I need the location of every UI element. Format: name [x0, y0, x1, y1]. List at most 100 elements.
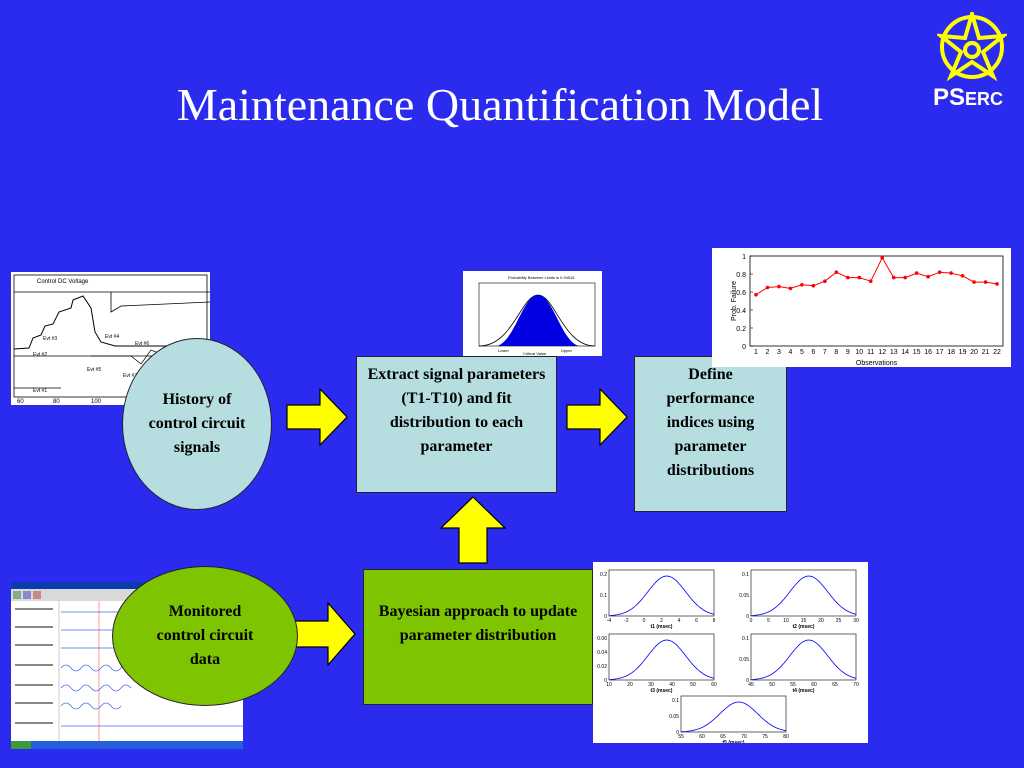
y-tick-label: 0 [604, 678, 607, 684]
x-tick-label: 25 [836, 618, 842, 624]
y-tick-label: 0.1 [600, 593, 607, 599]
x-tick-label: 11 [867, 349, 874, 356]
data-point [754, 292, 758, 297]
logo-text-big: PS [933, 84, 966, 111]
data-point [868, 279, 873, 283]
x-tick-label: 70 [741, 734, 747, 740]
y-tick-label: 0 [742, 344, 746, 351]
data-point [914, 271, 919, 275]
dist-xlabel: Critical Value [523, 351, 547, 356]
signal-label-3: Evt #1 [33, 388, 47, 394]
x-tick-label: -4 [607, 618, 612, 624]
star-logo-icon [937, 12, 1007, 82]
data-point [800, 283, 804, 287]
x-axis-label: t5 (msec) [723, 740, 745, 743]
define-indices-box: Define performance indices using paramet… [634, 356, 787, 512]
x-tick-label: 4 [788, 349, 792, 356]
signal-label-4: Evt #4 [105, 334, 119, 340]
signal-label-1: Evt #3 [43, 336, 57, 342]
history-ellipse: History of control circuit signals [122, 338, 272, 510]
density-curve [608, 575, 715, 616]
x-tick-label: 55 [790, 682, 796, 688]
x-axis-label: Observations [856, 360, 898, 367]
distribution-thumbnail: Probability Between Limits is 0.94516 Lo… [463, 271, 602, 356]
y-tick-label: 1 [742, 254, 746, 261]
x-tick-label: 60 [811, 682, 817, 688]
density-curve [750, 575, 857, 616]
data-point [777, 284, 781, 289]
x-tick-label: 50 [690, 682, 696, 688]
x-tick-label: 1 [754, 349, 758, 356]
y-tick-label: 0.02 [597, 664, 607, 670]
y-tick-label: 0.05 [669, 714, 679, 720]
x-tick-label: 65 [720, 734, 726, 740]
data-point [949, 271, 953, 275]
arrow-right-icon [286, 388, 348, 446]
signal-title: Control DC Voltage [37, 279, 89, 285]
x-tick-label: 14 [901, 349, 909, 356]
x-tick-label: 4 [678, 618, 681, 624]
x-tick-label: 0 [750, 618, 753, 624]
monitored-ellipse: Monitored control circuit data [112, 566, 298, 706]
x-tick-label: 21 [982, 349, 990, 356]
x-tick-label: 40 [669, 682, 675, 688]
data-point [903, 275, 907, 280]
y-tick-label: 0.2 [600, 572, 607, 578]
x-tick-label: 50 [769, 682, 775, 688]
density-curve [608, 639, 715, 680]
signal-tick-2: 80 [53, 399, 60, 405]
y-axis-label: Prob. Failure [731, 281, 738, 321]
x-axis-label: t4 (msec) [793, 688, 815, 694]
panel-frame [750, 633, 857, 681]
x-tick-label: 22 [993, 349, 1001, 356]
x-tick-label: 6 [811, 349, 815, 356]
x-tick-label: 6 [695, 618, 698, 624]
data-point [823, 279, 827, 283]
x-tick-label: 60 [699, 734, 705, 740]
x-tick-label: 19 [959, 349, 967, 356]
x-axis-label: t3 (msec) [651, 688, 673, 694]
x-tick-label: 30 [648, 682, 654, 688]
x-tick-label: 10 [606, 682, 612, 688]
plot-area [749, 255, 1004, 347]
history-ellipse-text: History of control circuit signals [148, 391, 246, 456]
x-tick-label: 20 [970, 349, 978, 356]
x-tick-label: 8 [834, 349, 838, 356]
x-tick-label: 15 [913, 349, 921, 356]
x-tick-label: 18 [947, 349, 955, 356]
arrow-right-icon [294, 602, 356, 666]
x-tick-label: 15 [801, 618, 807, 624]
data-point [834, 270, 839, 274]
series-line [755, 256, 998, 296]
data-point [983, 280, 988, 284]
data-point [926, 274, 930, 279]
arrow-up-icon [440, 496, 506, 564]
y-tick-label: 0.06 [597, 636, 607, 642]
data-point [995, 282, 999, 286]
x-tick-label: 2 [766, 349, 770, 356]
y-tick-label: 0.05 [739, 657, 749, 663]
data-point [937, 270, 942, 274]
x-axis-label: t1 (msec) [651, 624, 673, 630]
y-tick-label: 0.8 [736, 272, 746, 279]
panel-frame [750, 569, 857, 617]
panel-frame [680, 695, 787, 733]
x-tick-label: 80 [783, 734, 789, 740]
x-tick-label: 20 [818, 618, 824, 624]
dist-title: Probability Between Limits is 0.94516 [508, 275, 575, 280]
data-point [765, 285, 770, 290]
panel-frame [608, 633, 715, 681]
arrow-right-icon [566, 388, 628, 446]
data-point [811, 283, 816, 288]
y-tick-label: 0.05 [739, 593, 749, 599]
data-point [960, 274, 965, 278]
y-tick-label: 0.2 [736, 326, 746, 333]
x-tick-label: 9 [846, 349, 850, 356]
dist-upper: Upper [561, 348, 573, 353]
